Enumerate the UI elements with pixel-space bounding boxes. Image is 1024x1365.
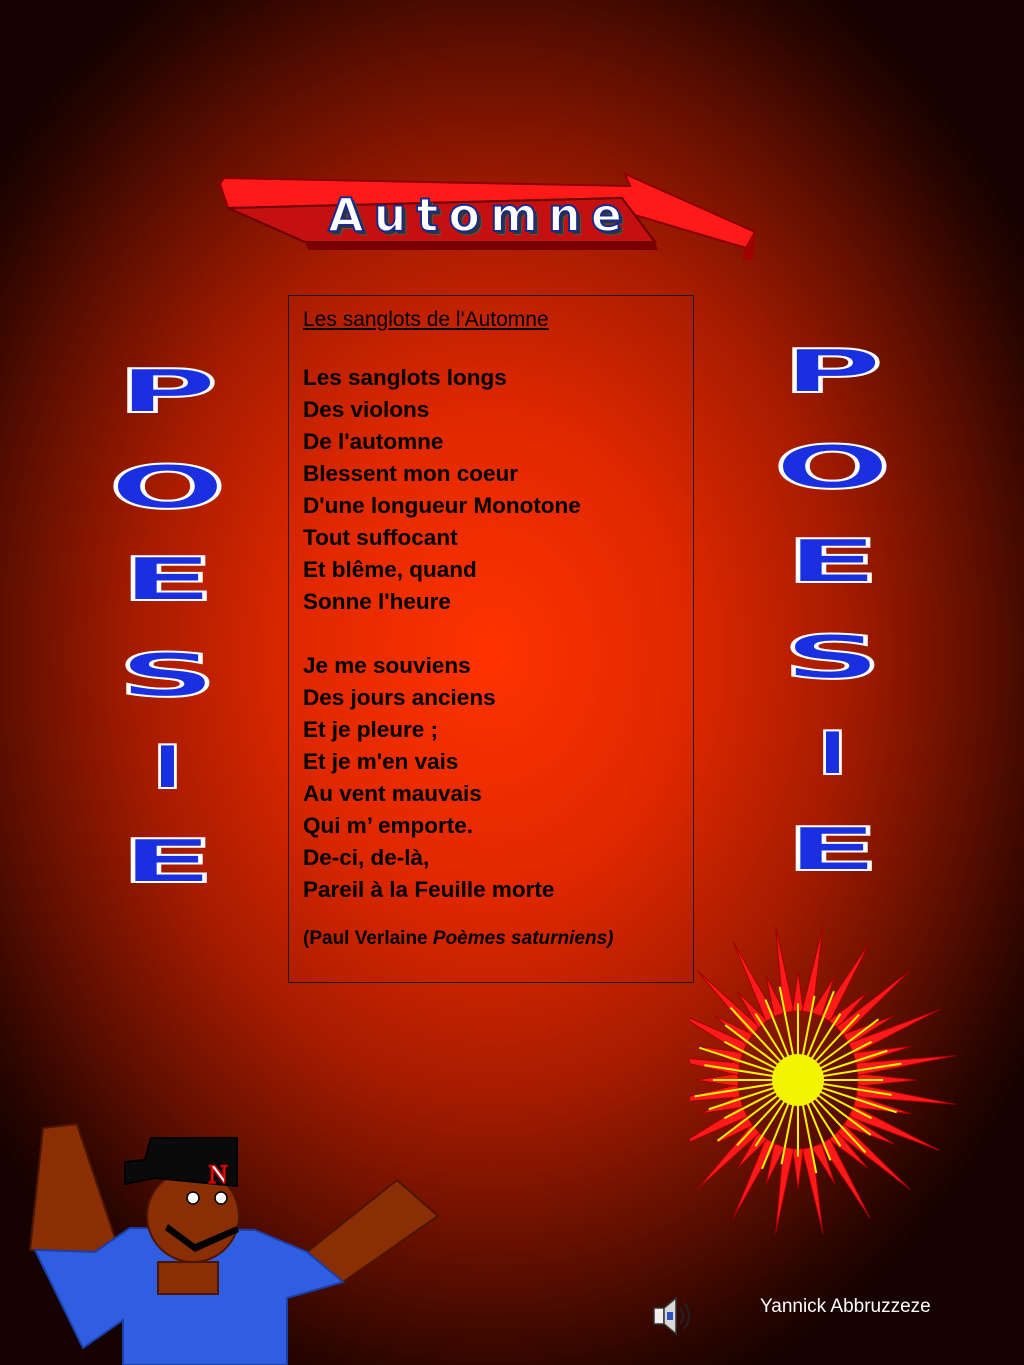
poem-stanza-2: Je me souviens Des jours anciens Et je p… — [303, 650, 679, 906]
sunburst-icon — [690, 926, 956, 1234]
vertical-letter: I — [815, 719, 849, 789]
poem-line: Pareil à la Feuille morte — [303, 877, 555, 902]
vertical-letter: E — [118, 827, 217, 897]
vertical-letter: P — [115, 357, 221, 427]
character-left-arm — [28, 1122, 117, 1254]
poem-line: Des jours anciens — [303, 685, 496, 710]
poem-line: Des violons — [303, 397, 430, 422]
poem-line: D'une longueur Monotone — [303, 493, 581, 518]
poem-line: De-ci, de-là, — [303, 845, 430, 870]
title-banner — [218, 172, 757, 260]
poem-line: De l'automne — [303, 429, 444, 454]
author-name: Yannick Abbruzzeze — [760, 1296, 931, 1317]
character-moustache — [165, 1224, 239, 1252]
poem-line: Qui m’ emporte. — [303, 813, 474, 838]
vertical-letter: O — [772, 433, 894, 503]
cartoon-character: N — [28, 1122, 440, 1365]
poem-line: Blessent mon coeur — [303, 461, 519, 486]
character-right-arm — [305, 1178, 440, 1284]
character-cap — [124, 1137, 238, 1188]
poem-line: Et blême, quand — [303, 557, 477, 582]
cap-logo: N — [209, 1160, 228, 1189]
vertical-letter: P — [780, 337, 886, 407]
character-eye — [214, 1191, 228, 1205]
vertical-word-left: P O E S I E — [107, 0, 229, 1365]
poem-line: Et je m'en vais — [303, 749, 459, 774]
speaker-icon[interactable] — [648, 1294, 696, 1338]
poem-line: Et je pleure ; — [303, 717, 439, 742]
poem-line: Sonne l'heure — [303, 589, 451, 614]
poem-box: Les sanglots de l'Automne Les sanglots l… — [288, 295, 694, 983]
vertical-letter: E — [118, 545, 217, 615]
attribution-book: Poèmes saturniens) — [432, 928, 614, 949]
character-neck — [157, 1261, 219, 1295]
poem-title: Les sanglots de l'Automne — [303, 308, 549, 331]
vertical-letter: O — [107, 453, 229, 523]
character-body — [33, 1226, 346, 1365]
poem-attribution: (Paul Verlaine Poèmes saturniens) — [303, 928, 679, 950]
page-title: Automne — [327, 187, 632, 243]
vertical-letter: S — [115, 641, 219, 711]
vertical-letter: S — [780, 623, 884, 693]
vertical-letter: E — [783, 527, 882, 597]
vertical-word-right: P O E S I E — [772, 0, 894, 1365]
attribution-author: (Paul Verlaine — [303, 928, 433, 949]
poem-line: Tout suffocant — [303, 525, 458, 550]
poem-line: Les sanglots longs — [303, 365, 507, 390]
poem-stanza-1: Les sanglots longs Des violons De l'auto… — [303, 362, 679, 618]
vertical-letter: I — [150, 733, 184, 803]
poem-line: Je me souviens — [303, 653, 471, 678]
vertical-letter: E — [783, 815, 882, 885]
poem-line: Au vent mauvais — [303, 781, 482, 806]
character-eye — [186, 1191, 200, 1205]
